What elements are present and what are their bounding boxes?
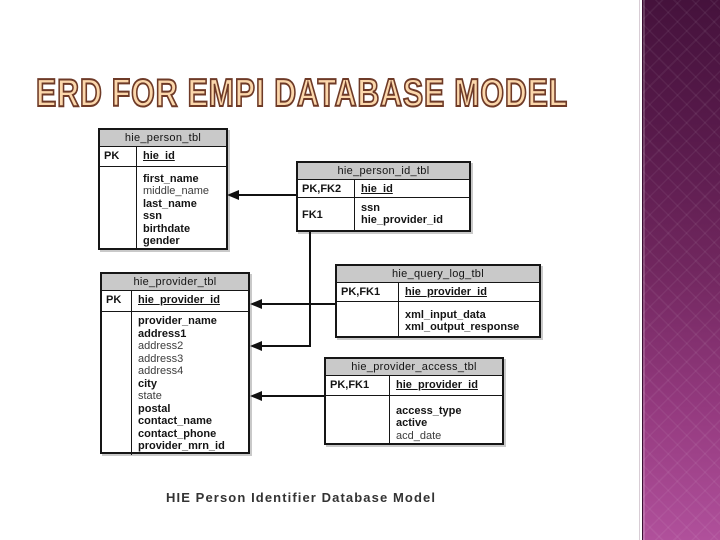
attribute-row: first_name middle_name last_name ssn bir… (100, 166, 226, 250)
slide-title: ERD FOR EMPI DATABASE MODEL (35, 71, 569, 116)
attribute: address1 (138, 327, 187, 340)
attribute-list: xml_input_data xml_output_response (399, 302, 539, 336)
attribute: acd_date (396, 429, 442, 442)
attribute-list: access_type active acd_date (390, 396, 502, 444)
attribute-row: access_type active acd_date (326, 395, 502, 445)
table-title: hie_query_log_tbl (337, 266, 539, 283)
key-field: hie_provider_id (138, 294, 220, 306)
key-row: FK1 ssn hie_provider_id (298, 197, 469, 230)
key-label-empty (102, 312, 132, 455)
attribute-row: provider_name address1 address2 address3… (102, 311, 248, 455)
key-field-cell: hie_provider_id (399, 283, 539, 301)
attribute: xml_input_data (405, 309, 486, 321)
key-label: FK1 (298, 198, 355, 230)
entity-hie-provider-tbl: hie_provider_tbl PK hie_provider_id prov… (100, 272, 250, 455)
attribute: address4 (138, 365, 184, 377)
entity-hie-query-log-tbl: hie_query_log_tbl PK,FK1 hie_provider_id… (335, 264, 541, 338)
relationship-line-provider-access-to-provider (261, 395, 324, 397)
attribute: state (138, 390, 162, 402)
arrowhead-icon (250, 341, 262, 351)
attribute: birthdate (143, 222, 191, 235)
attribute: city (138, 377, 157, 390)
table-title: hie_provider_tbl (102, 274, 248, 291)
table-title: hie_person_id_tbl (298, 163, 469, 180)
attribute: middle_name (143, 185, 210, 198)
key-row: PK,FK2 hie_id (298, 180, 469, 197)
key-label: PK,FK1 (326, 376, 390, 395)
diagram-caption: HIE Person Identifier Database Model (166, 490, 437, 505)
arrowhead-icon (250, 391, 262, 401)
relationship-line-person-id-to-person (239, 194, 296, 196)
decorative-side-panel (642, 0, 720, 540)
key-field: hie_provider_id (396, 379, 478, 391)
panel-divider-line (639, 0, 640, 540)
key-label: PK (100, 147, 137, 166)
attribute: contact_phone (138, 427, 217, 440)
arrowhead-icon (227, 190, 239, 200)
attribute: access_type (396, 405, 462, 417)
attribute: ssn (143, 210, 162, 223)
key-field: ssn (361, 202, 380, 214)
attribute: provider_mrn_id (138, 440, 225, 452)
key-field: hie_provider_id (405, 286, 487, 298)
attribute-list: provider_name address1 address2 address3… (132, 312, 248, 455)
attribute: address3 (138, 352, 184, 365)
attribute: postal (138, 402, 171, 415)
key-field: hie_id (361, 183, 393, 195)
entity-hie-provider-access-tbl: hie_provider_access_tbl PK,FK1 hie_provi… (324, 357, 504, 445)
key-field-cell: hie_id (355, 180, 469, 197)
attribute: address2 (138, 340, 184, 352)
relationship-line-person-id-to-provider-vertical (309, 232, 311, 347)
attribute: first_name (143, 173, 199, 185)
key-label: PK,FK2 (298, 180, 355, 197)
key-field: hie_provider_id (361, 214, 443, 227)
attribute: last_name (143, 197, 197, 210)
key-row: PK,FK1 hie_provider_id (326, 376, 502, 395)
key-label-empty (337, 302, 399, 336)
key-row: PK hie_id (100, 147, 226, 166)
key-field-cell: ssn hie_provider_id (355, 198, 469, 230)
key-field-cell: hie_provider_id (132, 291, 248, 311)
key-label-empty (100, 167, 137, 250)
entity-hie-person-id-tbl: hie_person_id_tbl PK,FK2 hie_id FK1 ssn … (296, 161, 471, 232)
attribute: provider_name (138, 315, 217, 327)
key-field-cell: hie_provider_id (390, 376, 502, 395)
attribute: gender (143, 235, 180, 248)
key-row: PK,FK1 hie_provider_id (337, 283, 539, 301)
key-label: PK,FK1 (337, 283, 399, 301)
key-label: PK (102, 291, 132, 311)
table-title: hie_provider_access_tbl (326, 359, 502, 376)
key-row: PK hie_provider_id (102, 291, 248, 311)
relationship-line-person-id-to-provider (261, 345, 311, 347)
key-field-cell: hie_id (137, 147, 226, 166)
attribute: active (396, 417, 428, 430)
attribute: xml_output_response (405, 321, 520, 334)
relationship-line-query-log-to-provider (261, 303, 335, 305)
key-label-empty (326, 396, 390, 445)
entity-hie-person-tbl: hie_person_tbl PK hie_id first_name midd… (98, 128, 228, 250)
attribute: contact_name (138, 415, 212, 427)
key-field: hie_id (143, 150, 175, 162)
attribute-row: xml_input_data xml_output_response (337, 301, 539, 336)
attribute-list: first_name middle_name last_name ssn bir… (137, 167, 226, 249)
table-title: hie_person_tbl (100, 130, 226, 147)
arrowhead-icon (250, 299, 262, 309)
